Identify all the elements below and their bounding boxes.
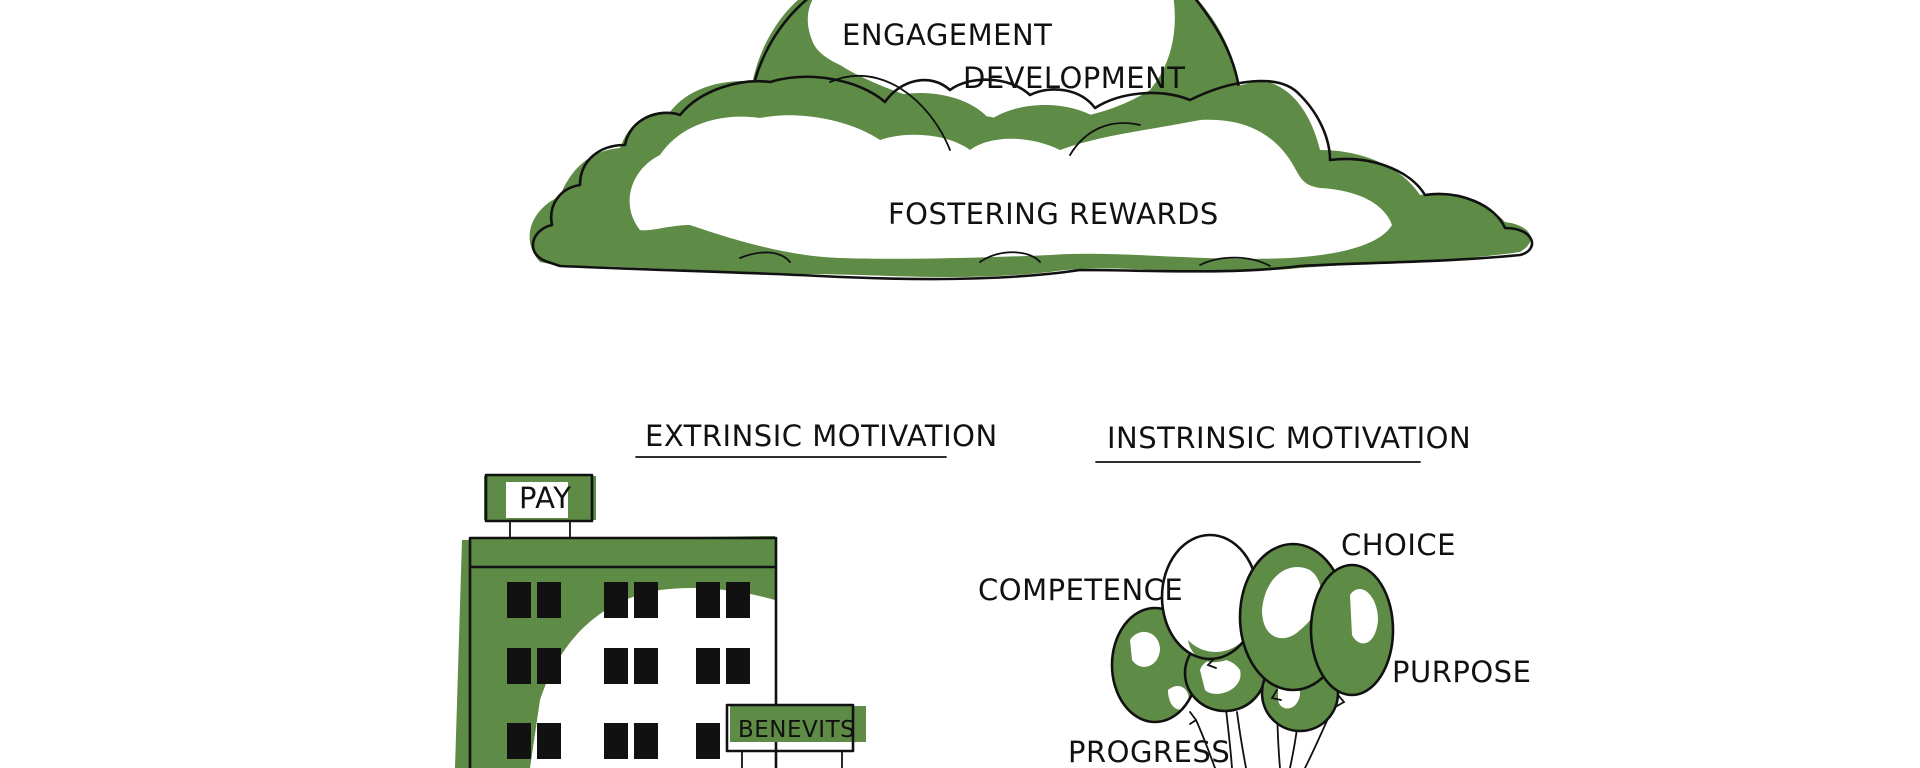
window	[726, 582, 750, 618]
building-illustration: PAY BENEVITS	[455, 473, 866, 768]
cloud-top-puff-outline	[753, 0, 1242, 97]
pay-sign: PAY	[484, 473, 596, 539]
window	[696, 723, 720, 759]
pay-sign-highlight	[506, 482, 568, 518]
balloon-label-progress: PROGRESS	[1068, 735, 1230, 768]
window	[604, 648, 628, 684]
balloon-label-competence: COMPETENCE	[978, 573, 1183, 607]
window	[696, 582, 720, 618]
cloud-label-fostering-rewards: FOSTERING REWARDS	[888, 197, 1219, 231]
cloud-body-outline	[531, 75, 1534, 281]
building-accent-shading	[455, 536, 775, 768]
cloud-label-development: DEVELOPMENT	[963, 61, 1186, 95]
window	[537, 723, 561, 759]
benevits-sign-label: BENEVITS	[738, 717, 855, 743]
benevits-sign-accent-band	[733, 712, 847, 742]
window	[537, 648, 561, 684]
window	[696, 648, 720, 684]
building-windows	[507, 582, 750, 759]
pay-sign-board	[484, 473, 594, 523]
window	[507, 582, 531, 618]
window	[726, 648, 750, 684]
window	[507, 648, 531, 684]
extrinsic-motivation-title: EXTRINSIC MOTIVATION	[645, 419, 998, 453]
balloon	[1309, 563, 1395, 707]
balloon-label-purpose: PURPOSE	[1392, 655, 1531, 689]
balloons-illustration: CHOICE COMPETENCE PURPOSE PROGRESS	[978, 528, 1531, 768]
window	[604, 723, 628, 759]
balloon-label-choice: CHOICE	[1341, 528, 1456, 562]
window	[634, 648, 658, 684]
window	[507, 723, 531, 759]
intrinsic-motivation-title: INSTRINSIC MOTIVATION	[1107, 421, 1471, 455]
extrinsic-section-title: EXTRINSIC MOTIVATION	[635, 419, 998, 458]
window	[604, 582, 628, 618]
building-outline	[468, 536, 778, 768]
building-roof-band	[470, 537, 775, 567]
cloud-label-engagement: ENGAGEMENT	[842, 18, 1052, 52]
window	[537, 582, 561, 618]
cloud-illustration: ENGAGEMENT DEVELOPMENT FOSTERING REWARDS	[529, 0, 1534, 281]
benevits-sign-board	[725, 703, 855, 753]
cloud-inner-scallops	[739, 74, 1271, 267]
cloud-top-puff-highlight	[807, 0, 1175, 122]
pay-sign-label: PAY	[519, 481, 571, 515]
cloud-body-highlight	[629, 115, 1392, 259]
window	[634, 723, 658, 759]
intrinsic-section-title: INSTRINSIC MOTIVATION	[1095, 421, 1471, 463]
window	[634, 582, 658, 618]
benevits-sign: BENEVITS	[725, 703, 866, 768]
